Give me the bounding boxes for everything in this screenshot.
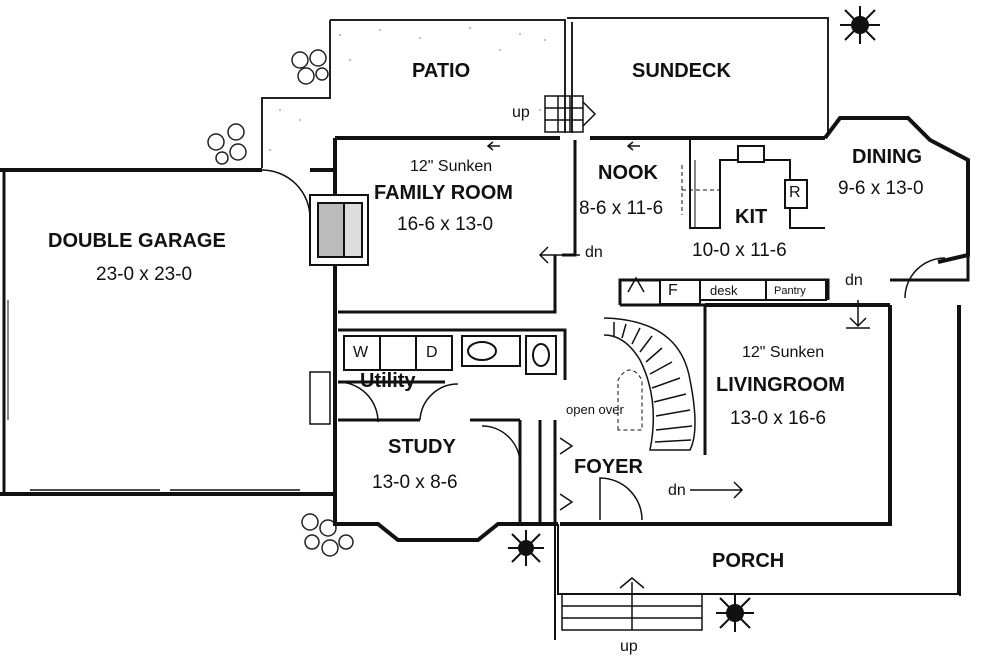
desk-label: desk (710, 283, 738, 298)
tree-icon-top-right (840, 6, 880, 44)
foyer-label: FOYER (574, 456, 643, 478)
open-over-dashed (617, 369, 643, 431)
direction-arrows (486, 141, 640, 511)
laundry-fixtures (343, 335, 453, 371)
kitchen-label: KIT (735, 206, 768, 228)
fireplace (309, 194, 369, 266)
sundeck-up-label: up (512, 104, 530, 121)
shrub-cluster-patio (291, 49, 329, 85)
tree-icon-front-left (508, 530, 544, 566)
porch-outline (554, 305, 961, 640)
dryer-label: D (426, 344, 438, 361)
living-room-label: LIVINGROOM (716, 374, 845, 396)
door-swings (309, 276, 645, 521)
dining-dims: 9-6 x 13-0 (838, 178, 924, 199)
study-dims: 13-0 x 8-6 (372, 472, 458, 493)
fridge-label: R (789, 184, 801, 201)
study-label: STUDY (388, 436, 456, 458)
dining-door-arc (904, 257, 946, 299)
shrub-cluster-front (301, 513, 354, 557)
nook-dims: 8-6 x 11-6 (579, 198, 664, 219)
dining-label: DINING (852, 146, 922, 168)
curved-stair (603, 317, 696, 451)
pantry-label: Pantry (774, 285, 806, 297)
living-room-note: 12" Sunken (742, 344, 825, 361)
garage-dims: 23-0 x 23-0 (96, 264, 193, 285)
family-room-label: FAMILY ROOM (374, 182, 513, 204)
living-dn-label: dn (668, 482, 686, 499)
kitchen-dims: 10-0 x 11-6 (692, 240, 787, 261)
porch-steps (561, 577, 703, 631)
nook-label: NOOK (598, 162, 658, 184)
utility-label: Utility (360, 370, 416, 392)
family-room-note: 12" Sunken (410, 158, 493, 175)
porch-up-label: up (620, 638, 638, 655)
kitchen-island-dashed (681, 165, 720, 215)
tree-icon-front-right (716, 594, 754, 632)
sundeck-deck (567, 17, 829, 133)
sundeck-stairs (544, 95, 597, 133)
dining-dn-label: dn (845, 272, 863, 289)
bathroom-fixtures (461, 335, 557, 375)
porch-label: PORCH (712, 550, 785, 572)
patio-label: PATIO (412, 60, 471, 82)
nook-dn-label: dn (585, 244, 603, 261)
washer-label: W (353, 344, 369, 361)
sundeck-label: SUNDECK (632, 60, 731, 82)
kitchen-counter-row (659, 279, 827, 305)
garage-label: DOUBLE GARAGE (48, 230, 226, 252)
deck-texture (269, 27, 546, 151)
kitchen-cabinets (689, 140, 825, 229)
step-down-arrows (538, 246, 870, 499)
freezer-label: F (668, 282, 678, 299)
living-room-dims: 13-0 x 16-6 (730, 408, 827, 429)
open-over-label: open over (566, 402, 624, 417)
shrub-cluster-left (207, 123, 247, 165)
family-room-dims: 16-6 x 13-0 (397, 214, 494, 235)
